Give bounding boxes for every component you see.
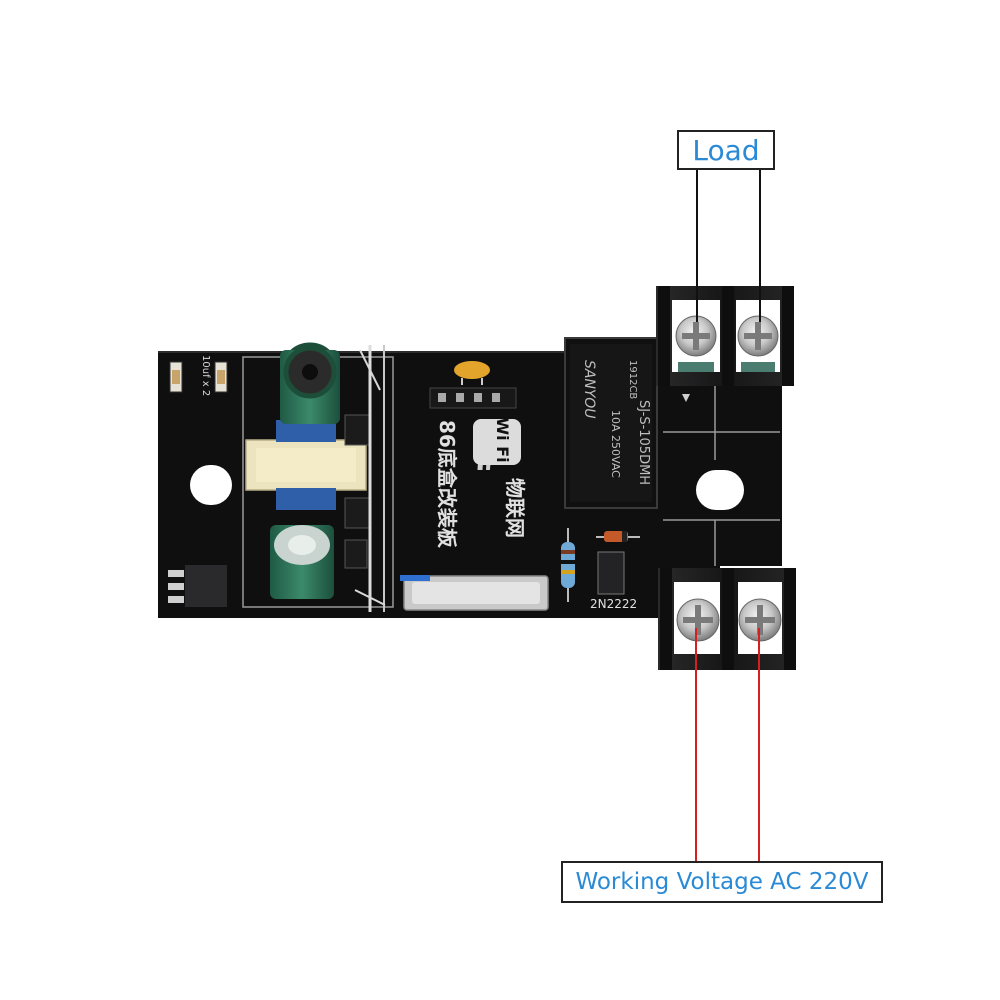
wifi-logo: Wi Fi (473, 417, 521, 471)
transistor (597, 551, 625, 595)
silkscreen-iot: 物联网 (503, 478, 527, 538)
regulator-chip (185, 565, 227, 607)
cap-note: 10uf x 2 (200, 355, 211, 396)
silkscreen-86-box: 86底盒改装板 (435, 420, 459, 549)
phillips-screw-icon (738, 598, 782, 642)
svg-text:1912CB: 1912CB (627, 360, 638, 399)
load-label-box: Load (677, 130, 775, 170)
relay: SANYOU 1912CB 10A 250VAC SJ-S-105DMH (564, 337, 658, 509)
phillips-screw-icon (675, 315, 717, 357)
diode (596, 531, 640, 542)
electrolytic-capacitor (270, 525, 334, 599)
working-voltage-label: Working Voltage AC 220V (575, 869, 869, 895)
svg-text:10A 250VAC: 10A 250VAC (609, 410, 622, 478)
load-label: Load (692, 133, 760, 167)
svg-text:SANYOU: SANYOU (581, 360, 597, 419)
terminal-block-mains (658, 568, 796, 670)
phillips-screw-icon (676, 598, 720, 642)
resistor (561, 528, 575, 602)
transistor-label: 2N2222 (590, 597, 637, 611)
electrolytic-capacitor (280, 345, 340, 424)
phillips-screw-icon (737, 315, 779, 357)
svg-text:Wi Fi: Wi Fi (493, 417, 512, 462)
working-voltage-label-box: Working Voltage AC 220V (561, 861, 883, 903)
mount-hole-right (696, 470, 744, 510)
ceramic-capacitor (454, 361, 490, 379)
mount-hole-left (190, 465, 232, 505)
terminal-block-load (656, 286, 794, 402)
pin-header (429, 387, 517, 409)
svg-text:SJ-S-105DMH: SJ-S-105DMH (636, 400, 651, 485)
